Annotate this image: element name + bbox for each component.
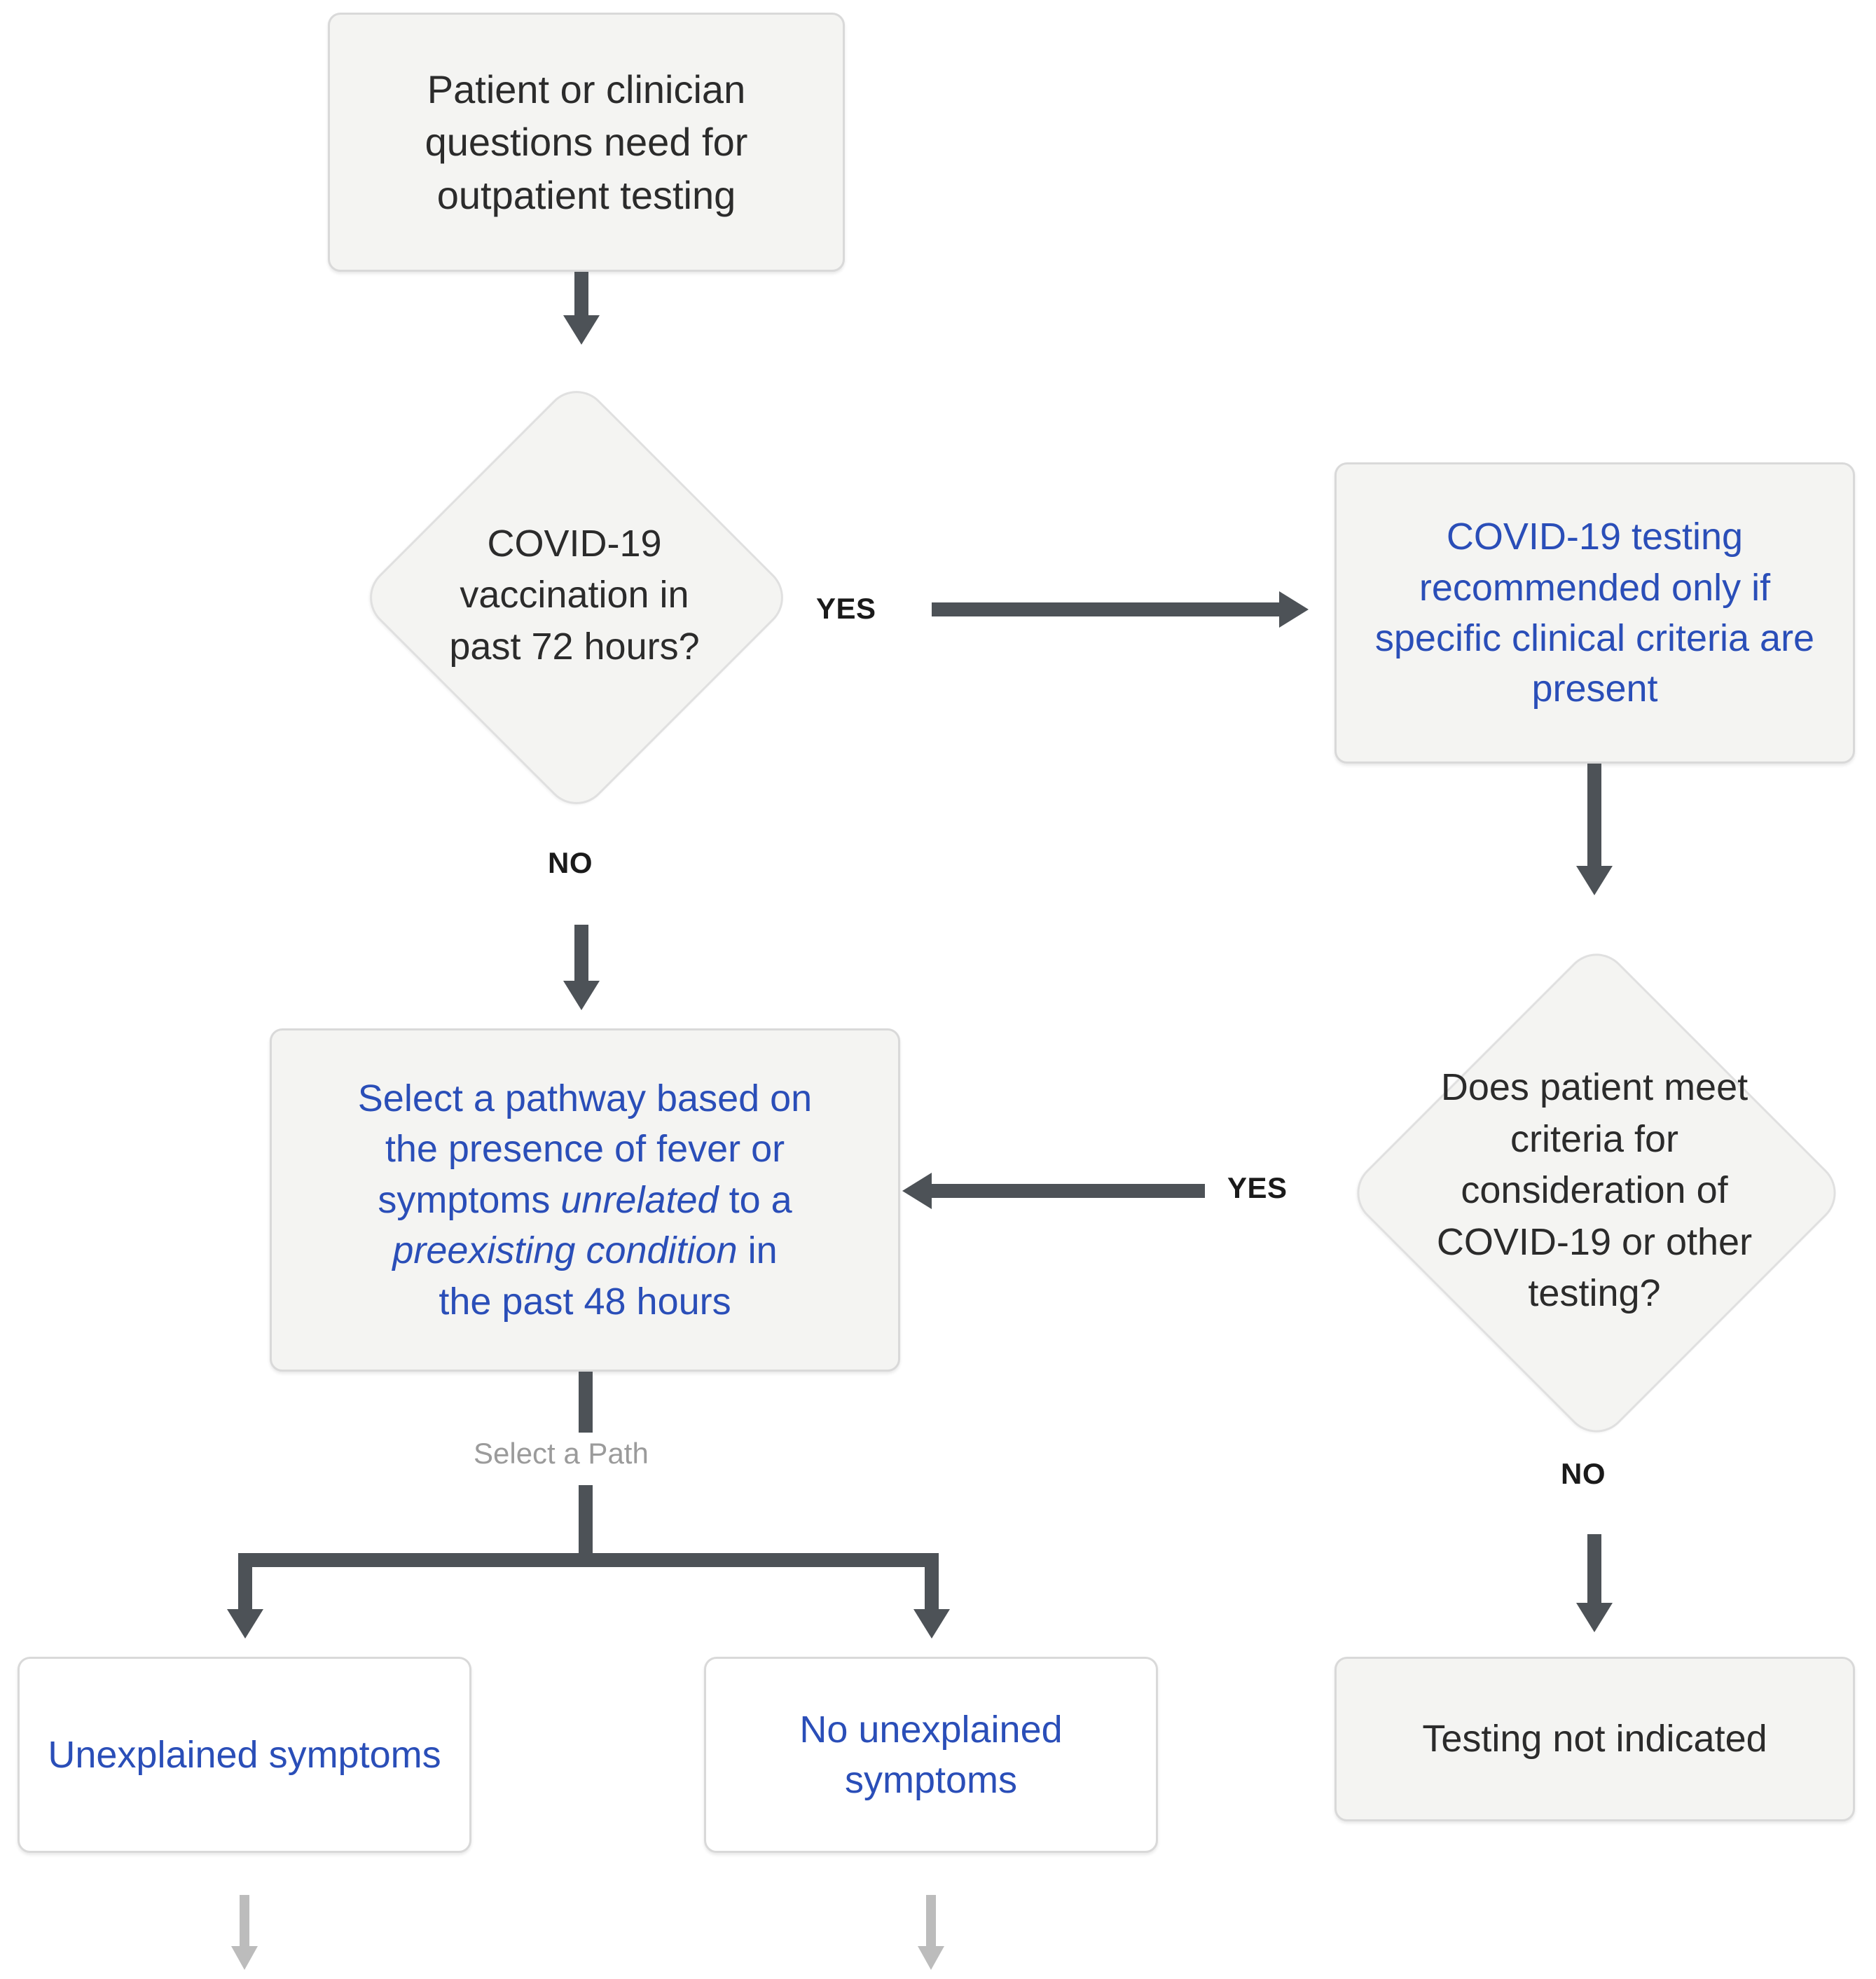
pathway-line-1: Select a pathway based on [357,1077,813,1120]
connector-recommended-to-criteria [1587,764,1601,876]
arrowhead-recommended-to-criteria [1576,866,1613,895]
pathway-line-2: the presence of fever or [385,1128,785,1171]
pathway-line-3b: to a [718,1178,792,1221]
connector-split-right-drop [925,1553,939,1616]
node-vaccination-decision[interactable]: COVID-19 vaccination in past 72 hours? [357,378,796,818]
connector-pathway-stub-upper [579,1372,593,1436]
connector-criteria-yes [932,1184,1205,1198]
arrowhead-criteria-no [1576,1603,1613,1632]
arrowhead-vaccination-no [563,981,600,1010]
node-criteria-decision-label: Does patient meet criteria for considera… [1436,1066,1753,1315]
arrowhead-no-unexplained-symptoms-out [918,1946,944,1970]
node-start[interactable]: Patient or clinician questions need for … [328,13,845,272]
node-testing-not-indicated[interactable]: Testing not indicated [1334,1657,1855,1821]
node-testing-not-indicated-label: Testing not indicated [1422,1718,1767,1760]
connector-vaccination-no [574,925,588,988]
arrowhead-criteria-yes [902,1173,932,1209]
arrowhead-start-to-vaccination [563,315,600,345]
node-testing-recommended-label: COVID-19 testing recommended only if spe… [1374,516,1815,710]
arrowhead-unexplained-symptoms-out [231,1946,258,1970]
pathway-line-5: the past 48 hours [439,1280,731,1323]
connector-criteria-no [1587,1534,1601,1611]
connector-split-bar [238,1553,939,1567]
node-vaccination-decision-label: COVID-19 vaccination in past 72 hours? [449,522,700,668]
pathway-emphasis-unrelated: unrelated [560,1178,719,1221]
pathway-line-4b: in [737,1229,778,1272]
node-criteria-decision[interactable]: Does patient meet criteria for considera… [1342,939,1849,1446]
node-start-label: Patient or clinician questions need for … [425,67,748,217]
pathway-line-3a: symptoms [378,1178,561,1221]
edge-label-vaccination-yes: YES [816,592,876,625]
node-select-pathway[interactable]: Select a pathway based on the presence o… [270,1028,900,1372]
node-select-pathway-label: Select a pathway based on the presence o… [340,1073,830,1327]
node-no-unexplained-symptoms-label: No unexplained symptoms [799,1708,1063,1801]
connector-vaccination-yes [932,602,1282,616]
connector-pathway-stub-lower [579,1485,593,1562]
arrowhead-split-left [227,1609,263,1639]
arrowhead-split-right [913,1609,950,1639]
node-testing-recommended[interactable]: COVID-19 testing recommended only if spe… [1334,462,1855,764]
edge-label-select-a-path: Select a Path [462,1433,660,1475]
connector-unexplained-symptoms-out [240,1895,249,1951]
connector-no-unexplained-symptoms-out [926,1895,936,1951]
node-unexplained-symptoms-label: Unexplained symptoms [48,1733,441,1776]
connector-start-to-vaccination [574,272,588,321]
edge-label-vaccination-no: NO [548,846,593,879]
node-no-unexplained-symptoms[interactable]: No unexplained symptoms [704,1657,1158,1853]
node-unexplained-symptoms[interactable]: Unexplained symptoms [18,1657,471,1853]
pathway-emphasis-preexisting: preexisting condition [392,1229,738,1272]
edge-label-criteria-yes: YES [1227,1171,1288,1204]
connector-split-left-drop [238,1553,252,1616]
arrowhead-vaccination-yes [1279,591,1309,628]
edge-label-criteria-no: NO [1561,1457,1606,1490]
